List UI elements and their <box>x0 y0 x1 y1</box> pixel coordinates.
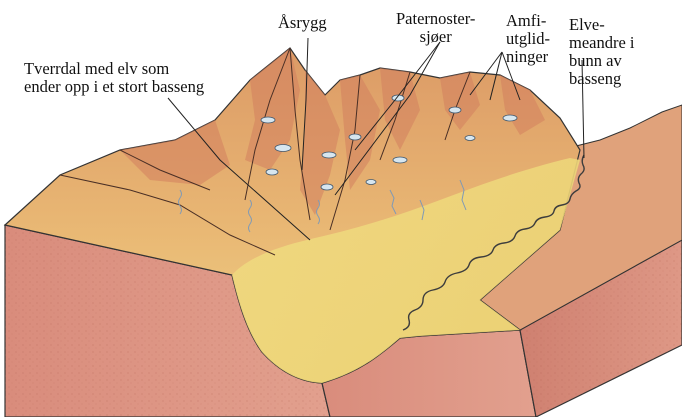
label-tverrdal-line1: Tverrdal med elv som <box>24 60 204 78</box>
label-elve-line3: bunn av <box>569 52 635 70</box>
label-asrygg-text: Åsrygg <box>278 14 327 32</box>
label-amfi-line1: Amfi- <box>506 12 550 30</box>
label-paternoster: Paternoster- sjøer <box>396 10 475 46</box>
label-elve-line4: basseng <box>569 70 635 88</box>
label-elve-line2: meandre i <box>569 34 635 52</box>
label-amfi-line2: utglid- <box>506 30 550 48</box>
label-elve: Elve- meandre i bunn av basseng <box>569 16 635 88</box>
label-paternoster-line1: Paternoster- <box>396 10 475 28</box>
label-tverrdal-line2: ender opp i et stort basseng <box>24 78 204 96</box>
label-elve-line1: Elve- <box>569 16 635 34</box>
label-paternoster-line2: sjøer <box>396 28 475 46</box>
label-asrygg: Åsrygg <box>278 14 327 32</box>
label-amfi: Amfi- utglid- ninger <box>506 12 550 66</box>
label-amfi-line3: ninger <box>506 48 550 66</box>
label-tverrdal: Tverrdal med elv som ender opp i et stor… <box>24 60 204 96</box>
